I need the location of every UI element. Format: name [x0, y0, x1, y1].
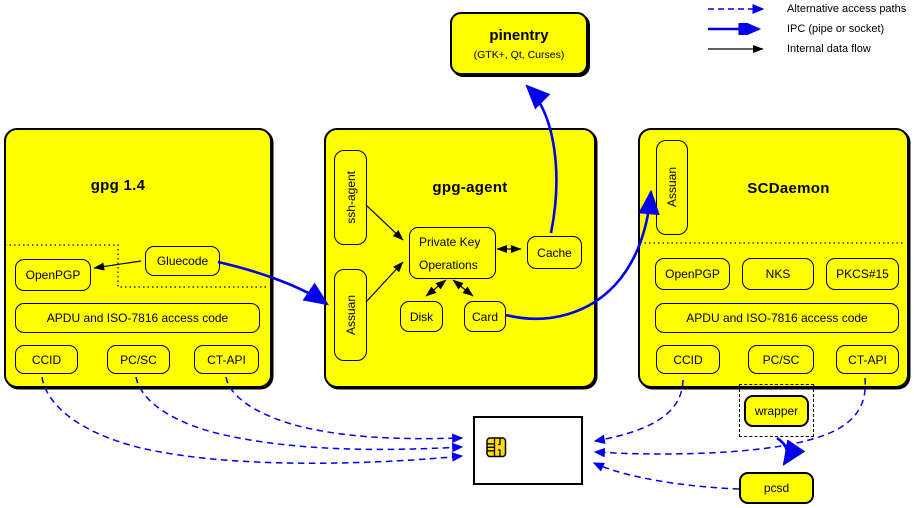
- smartcard-chip-icon: [486, 437, 507, 458]
- legend-label: IPC (pipe or socket): [787, 23, 885, 35]
- node-label: NKS: [765, 267, 791, 281]
- gpg14-gluecode-node: Gluecode: [145, 246, 220, 276]
- card-node: Card: [464, 301, 506, 332]
- node-label: ssh-agent: [343, 171, 358, 224]
- scdaemon-nks-node: NKS: [742, 258, 814, 290]
- node-label: Card: [471, 309, 498, 324]
- gpg14-title: gpg 1.4: [90, 177, 146, 194]
- scdaemon-openpgp-node: OpenPGP: [655, 258, 730, 290]
- legend-ipc: IPC (pipe or socket): [705, 22, 884, 36]
- legend-alternative-access: Alternative access paths: [705, 2, 906, 16]
- node-label: Private Key: [419, 235, 481, 249]
- node-label: PC/SC: [762, 352, 800, 367]
- node-label: OpenPGP: [665, 267, 720, 281]
- node-label: Gluecode: [156, 254, 209, 268]
- pinentry-title: pinentry: [489, 26, 549, 44]
- legend-label: Alternative access paths: [787, 3, 907, 15]
- wrapper-node: wrapper: [744, 395, 809, 427]
- edge-scdaemon-ctapi-to-card: [593, 377, 867, 458]
- scdaemon-apdu-node: APDU and ISO-7816 access code: [655, 303, 899, 333]
- node-label: wrapper: [754, 404, 799, 418]
- scdaemon-pkcs15-node: PKCS#15: [826, 258, 899, 290]
- gpg-agent-box: gpg-agent ssh-agent Assuan Private Key O…: [324, 128, 596, 388]
- pcsd-node: pcsd: [739, 472, 814, 504]
- legend-internal-flow: Internal data flow: [705, 42, 871, 56]
- thick-blue-arrow-icon: [708, 23, 762, 35]
- node-label: APDU and ISO-7816 access code: [46, 311, 229, 325]
- node-label: APDU and ISO-7816 access code: [686, 311, 868, 325]
- scdaemon-title: SCDaemon: [747, 180, 830, 197]
- edge-wrapper-to-pcsd: [776, 436, 806, 466]
- gpg-agent-ssh-agent-node: ssh-agent: [334, 150, 367, 245]
- gpg14-ctapi-node: CT-API: [194, 345, 259, 374]
- pinentry-node: pinentry (GTK+, Qt, Curses): [450, 12, 588, 75]
- edge-gpg14-ccid-to-card: [41, 376, 464, 464]
- edge-scdaemon-ccid-to-card: [593, 379, 684, 444]
- scdaemon-ctapi-node: CT-API: [836, 345, 899, 374]
- scdaemon-box: SCDaemon Assuan OpenPGP NKS PKCS#15 APDU…: [638, 128, 909, 388]
- black-arrow-icon: [708, 44, 764, 54]
- node-label: CCID: [31, 352, 62, 367]
- node-label: CCID: [673, 352, 703, 367]
- gpg14-box: gpg 1.4 OpenPGP Gluecode APDU and ISO-78…: [4, 128, 272, 388]
- node-label: CT-API: [207, 352, 246, 367]
- node-label: CT-API: [848, 352, 887, 367]
- scdaemon-assuan-node: Assuan: [656, 140, 688, 235]
- cache-node: Cache: [527, 236, 582, 269]
- gpg-agent-assuan-node: Assuan: [334, 269, 367, 361]
- node-label: Operations: [419, 258, 478, 272]
- node-label: PC/SC: [120, 352, 157, 367]
- legend-label: Internal data flow: [787, 43, 871, 55]
- gpg14-ccid-node: CCID: [15, 345, 78, 374]
- dashed-blue-arrow-icon: [708, 3, 765, 15]
- disk-node: Disk: [400, 301, 443, 332]
- scdaemon-pcsc-node: PC/SC: [748, 345, 814, 374]
- gpg14-pcsc-node: PC/SC: [107, 345, 170, 374]
- node-label: OpenPGP: [25, 268, 81, 282]
- gpg14-openpgp-node: OpenPGP: [15, 259, 91, 291]
- node-label: pcsd: [763, 481, 790, 495]
- node-label: Disk: [409, 309, 434, 324]
- private-key-operations-node: Private Key Operations: [409, 227, 496, 279]
- smartcard: [473, 416, 583, 485]
- scdaemon-ccid-node: CCID: [656, 345, 720, 374]
- node-label: Assuan: [343, 294, 358, 336]
- edge-pcsd-to-card: [592, 462, 740, 490]
- gpg-agent-title: gpg-agent: [432, 179, 508, 196]
- node-label: Assuan: [665, 167, 679, 208]
- node-label: PKCS#15: [836, 267, 889, 281]
- gpg14-apdu-node: APDU and ISO-7816 access code: [15, 303, 260, 333]
- pinentry-subtitle: (GTK+, Qt, Curses): [473, 48, 565, 61]
- node-label: Cache: [537, 245, 572, 260]
